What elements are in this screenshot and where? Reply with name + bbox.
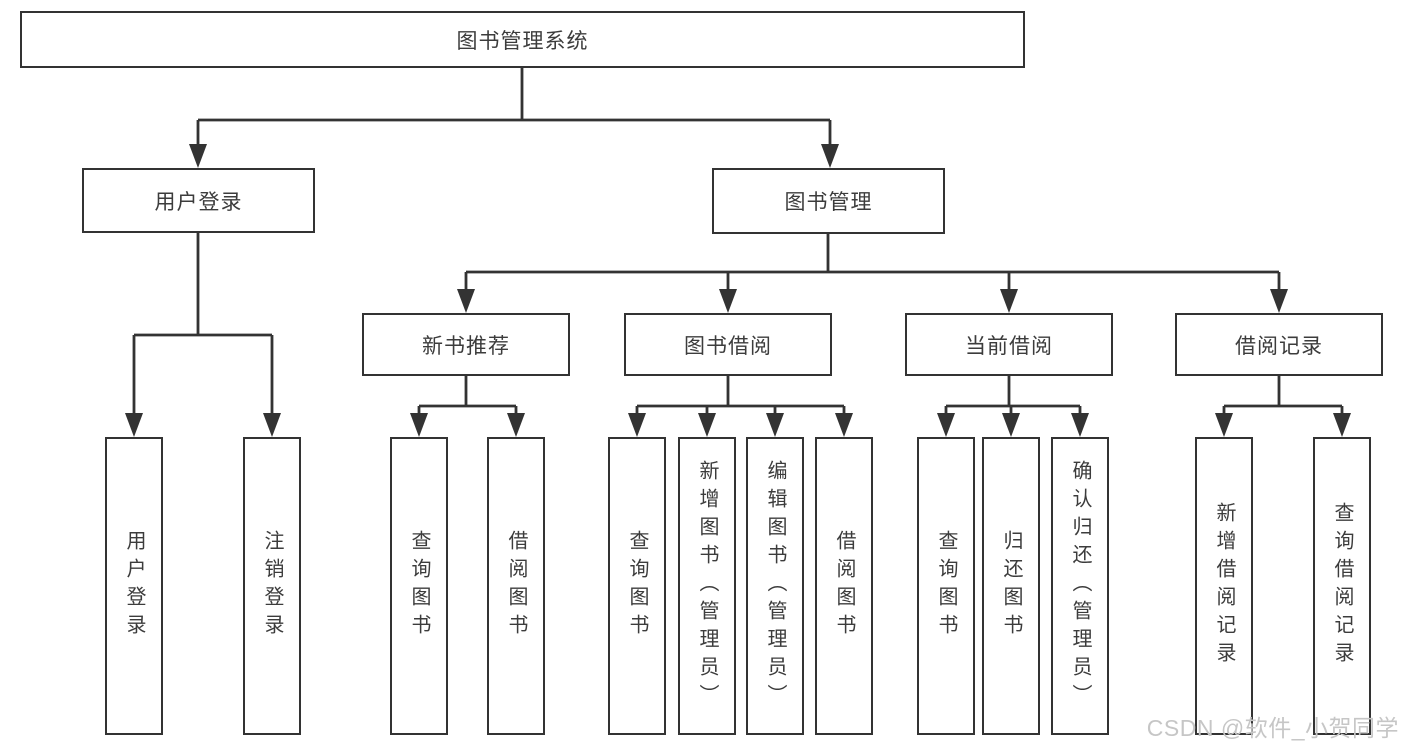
leaf-borrow-books-borrow: 借阅图书	[815, 437, 873, 735]
arrowhead-icon	[189, 144, 207, 168]
arrowhead-icon	[1002, 413, 1020, 437]
arrowhead-icon	[766, 413, 784, 437]
arrowhead-icon	[628, 413, 646, 437]
csdn-watermark: CSDN @软件_小贺同学	[1146, 715, 1399, 741]
node-user-login: 用户登录	[82, 168, 315, 233]
arrowhead-icon	[719, 289, 737, 313]
arrowhead-icon	[1071, 413, 1089, 437]
arrowhead-icon	[821, 144, 839, 168]
leaf-borrow-books-recommend: 借阅图书	[487, 437, 545, 735]
leaf-edit-books-admin: 编辑图书（管理员）	[746, 437, 804, 735]
leaf-add-borrow-record: 新增借阅记录	[1195, 437, 1253, 735]
leaf-query-borrow-record: 查询借阅记录	[1313, 437, 1371, 735]
node-borrow-records: 借阅记录	[1175, 313, 1383, 376]
arrowhead-icon	[457, 289, 475, 313]
arrowhead-icon	[263, 413, 281, 437]
arrowhead-icon	[410, 413, 428, 437]
arrowhead-icon	[698, 413, 716, 437]
node-book-management: 图书管理	[712, 168, 945, 234]
arrowhead-icon	[937, 413, 955, 437]
arrowhead-icon	[1333, 413, 1351, 437]
leaf-add-books-admin: 新增图书（管理员）	[678, 437, 736, 735]
leaf-confirm-return-admin: 确认归还（管理员）	[1051, 437, 1109, 735]
arrowhead-icon	[125, 413, 143, 437]
node-book-borrow: 图书借阅	[624, 313, 832, 376]
node-library-management-system: 图书管理系统	[20, 11, 1025, 68]
node-current-borrow: 当前借阅	[905, 313, 1113, 376]
arrowhead-icon	[835, 413, 853, 437]
arrowhead-icon	[1215, 413, 1233, 437]
leaf-user-login: 用户登录	[105, 437, 163, 735]
leaf-query-books-borrow: 查询图书	[608, 437, 666, 735]
arrowhead-icon	[1000, 289, 1018, 313]
leaf-query-books-current: 查询图书	[917, 437, 975, 735]
node-new-book-recommend: 新书推荐	[362, 313, 570, 376]
arrowhead-icon	[1270, 289, 1288, 313]
leaf-query-books-recommend: 查询图书	[390, 437, 448, 735]
leaf-return-books: 归还图书	[982, 437, 1040, 735]
arrowhead-icon	[507, 413, 525, 437]
leaf-logout-login: 注销登录	[243, 437, 301, 735]
